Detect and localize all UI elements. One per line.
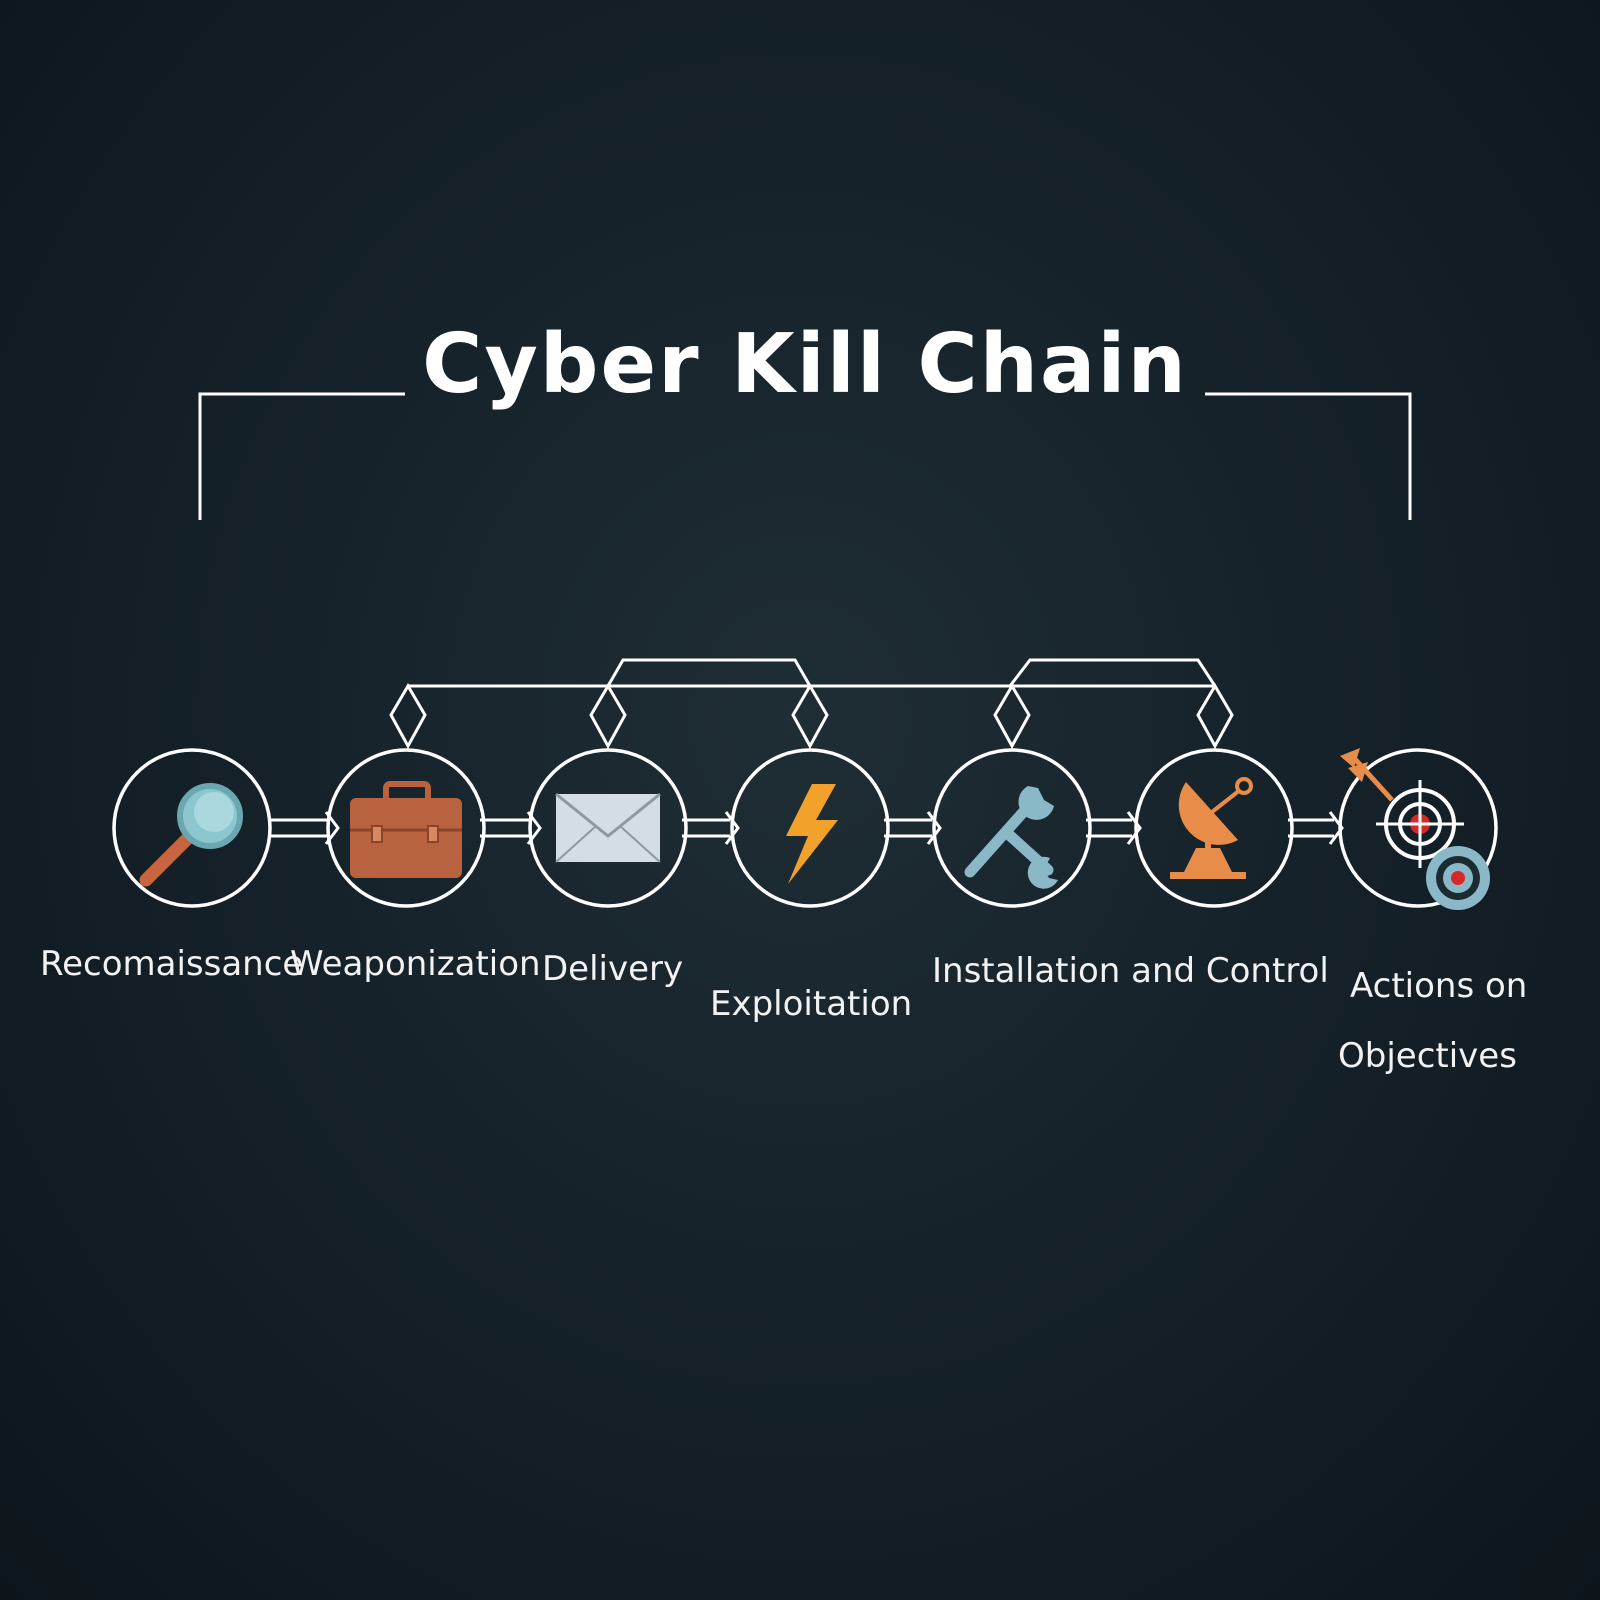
arrow-4-5 [884,811,942,845]
arrow-3-4 [682,811,740,845]
stage-circle [730,748,890,908]
lightning-bolt-icon [786,784,838,884]
stage-installation[interactable] [932,748,1092,908]
arrow-5-6 [1086,811,1142,845]
stage-command-and-control[interactable] [1134,748,1294,908]
diagram-title: Cyber Kill Chain [422,317,1188,412]
stage-reconnaissance[interactable] [112,748,272,908]
stage-label-installation: Installation and Control [932,951,1329,991]
stage-circle [528,748,688,908]
connector-diamond [389,683,427,750]
stage-circle [1338,748,1498,908]
stage-label-exploitation: Exploitation [710,984,912,1024]
stage-circle [112,748,272,908]
arrow-6-7 [1288,811,1344,845]
stage-delivery[interactable] [528,748,688,908]
stage-weaponization[interactable] [326,748,486,908]
stage-circle [1134,748,1294,908]
connector-diamond [589,683,627,750]
connector-diamond [791,683,829,750]
satellite-dish-icon [1170,777,1253,879]
title-bracket [198,392,1412,520]
connector-diamond [1196,683,1234,750]
connector-diamond [993,683,1031,750]
stage-exploitation[interactable] [730,748,890,908]
stage-label-delivery: Delivery [542,949,683,989]
arrow-dart-icon [1340,748,1394,802]
wrench-icon [964,786,1058,889]
stage-label-actions-line1: Actions on [1350,966,1527,1006]
stage-circle [932,748,1092,908]
flow-arrows [270,811,1344,845]
target-icon [1376,780,1464,868]
small-target-icon [1426,846,1490,910]
stage-actions-on-objectives[interactable] [1338,748,1498,910]
briefcase-icon [350,781,462,878]
envelope-icon [555,792,661,863]
connector-network [389,658,1234,750]
stage-label-actions-line2: Objectives [1338,1036,1517,1076]
stage-circle [326,748,486,908]
magnifying-glass-icon [139,783,243,887]
stage-label-reconnaissance: Recomaissance [40,944,303,984]
stage-label-weaponization: Weaponization [290,944,541,984]
